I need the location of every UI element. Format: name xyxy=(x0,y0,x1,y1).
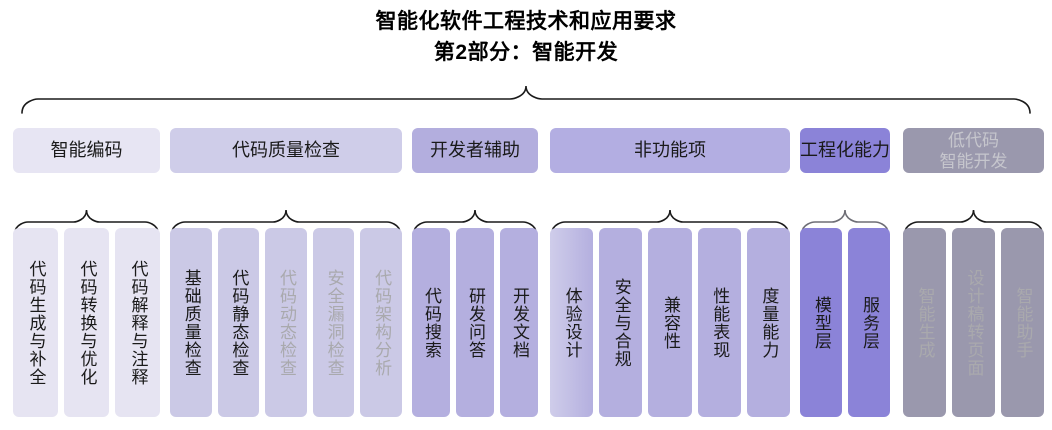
item-label: 代码转换与优化 xyxy=(77,259,97,386)
item-box[interactable]: 体验设计 xyxy=(550,228,594,417)
group-header-developer-assist[interactable]: 开发者辅助 xyxy=(412,128,538,173)
group-items-engineering-capability: 模型层 服务层 xyxy=(800,228,890,417)
group-non-functional: 非功能项体验设计 安全与合规 兼容性 性能表现 度量能力 xyxy=(550,0,791,430)
item-box[interactable]: 安全漏洞检查 xyxy=(312,228,355,417)
item-box[interactable]: 兼容性 xyxy=(648,228,692,417)
item-label: 研发问答 xyxy=(466,286,485,359)
group-header-intelligent-coding[interactable]: 智能编码 xyxy=(13,128,160,173)
group-header-code-quality-check[interactable]: 代码质量检查 xyxy=(170,128,402,173)
group-items-intelligent-coding: 代码生成与补全 代码转换与优化 代码解释与注释 xyxy=(13,228,160,417)
item-label: 代码解释与注释 xyxy=(128,259,148,386)
group-header-text: 开发者辅助 xyxy=(430,140,520,160)
group-developer-assist: 开发者辅助代码搜索 研发问答 开发文档 xyxy=(412,0,538,430)
item-label: 开发文档 xyxy=(510,286,529,359)
item-box[interactable]: 设计稿转页面 xyxy=(952,228,995,417)
title-line-1: 智能化软件工程技术和应用要求 xyxy=(375,10,677,33)
group-header-line-2: 智能开发 xyxy=(939,151,1008,171)
item-box[interactable]: 代码静态检查 xyxy=(217,228,260,417)
group-header-line-1: 低代码 xyxy=(948,130,999,150)
group-items-developer-assist: 代码搜索 研发问答 开发文档 xyxy=(412,228,538,417)
item-label: 代码生成与补全 xyxy=(26,259,46,386)
group-code-quality-check: 代码质量检查基础质量检查 代码静态检查 代码动态检查 安全漏洞检查 代码架构分析 xyxy=(170,0,402,430)
group-items-low-code-dev: 智能生成 设计稿转页面 智能助手 xyxy=(903,228,1044,417)
item-label: 兼容性 xyxy=(661,295,680,350)
group-header-text: 低代码智能开发 xyxy=(940,130,1008,172)
group-low-code-dev: 低代码智能开发智能生成 设计稿转页面 智能助手 xyxy=(903,0,1044,430)
item-label: 模型层 xyxy=(812,295,831,350)
item-label: 智能生成 xyxy=(915,286,935,359)
item-label: 代码搜索 xyxy=(422,286,441,359)
item-box[interactable]: 开发文档 xyxy=(500,228,538,417)
group-header-non-functional[interactable]: 非功能项 xyxy=(550,128,790,173)
item-box[interactable]: 代码转换与优化 xyxy=(64,228,109,417)
item-label: 设计稿转页面 xyxy=(964,268,984,377)
item-box[interactable]: 智能生成 xyxy=(903,228,946,417)
group-items-code-quality-check: 基础质量检查 代码静态检查 代码动态检查 安全漏洞检查 代码架构分析 xyxy=(170,228,402,417)
group-header-text: 工程化能力 xyxy=(800,140,890,160)
item-label: 服务层 xyxy=(860,295,879,350)
item-box[interactable]: 度量能力 xyxy=(746,228,791,417)
group-items-non-functional: 体验设计 安全与合规 兼容性 性能表现 度量能力 xyxy=(550,228,791,417)
item-box[interactable]: 代码动态检查 xyxy=(265,228,307,417)
group-intelligent-coding: 智能编码代码生成与补全 代码转换与优化 代码解释与注释 xyxy=(13,0,160,430)
item-label: 代码静态检查 xyxy=(229,268,249,377)
item-box[interactable]: 安全与合规 xyxy=(599,228,643,417)
item-box[interactable]: 代码解释与注释 xyxy=(115,228,160,417)
item-box[interactable]: 基础质量检查 xyxy=(170,228,212,417)
group-header-engineering-capability[interactable]: 工程化能力 xyxy=(800,128,890,173)
title-line-2: 第2部分：智能开发 xyxy=(433,41,619,64)
group-engineering-capability: 工程化能力模型层 服务层 xyxy=(800,0,890,430)
item-label: 安全与合规 xyxy=(611,277,631,368)
page-title: 智能化软件工程技术和应用要求 第2部分：智能开发 xyxy=(0,6,1052,68)
item-label: 代码动态检查 xyxy=(276,268,296,377)
item-box[interactable]: 性能表现 xyxy=(697,228,741,417)
group-header-text: 智能编码 xyxy=(50,140,123,160)
item-label: 智能助手 xyxy=(1013,286,1033,359)
item-box[interactable]: 模型层 xyxy=(800,228,842,417)
group-header-text: 非功能项 xyxy=(634,140,706,160)
item-label: 度量能力 xyxy=(759,286,779,359)
item-box[interactable]: 智能助手 xyxy=(1001,228,1044,417)
group-header-low-code-dev[interactable]: 低代码智能开发 xyxy=(903,128,1044,173)
item-box[interactable]: 服务层 xyxy=(848,228,890,417)
item-box[interactable]: 代码生成与补全 xyxy=(13,228,58,417)
item-label: 代码架构分析 xyxy=(372,268,392,377)
item-box[interactable]: 代码搜索 xyxy=(412,228,450,417)
group-header-text: 代码质量检查 xyxy=(232,140,340,160)
item-label: 性能表现 xyxy=(710,286,730,359)
item-label: 安全漏洞检查 xyxy=(324,268,344,377)
item-box[interactable]: 研发问答 xyxy=(456,228,494,417)
item-label: 体验设计 xyxy=(562,286,582,359)
item-label: 基础质量检查 xyxy=(181,268,201,377)
item-box[interactable]: 代码架构分析 xyxy=(360,228,402,417)
